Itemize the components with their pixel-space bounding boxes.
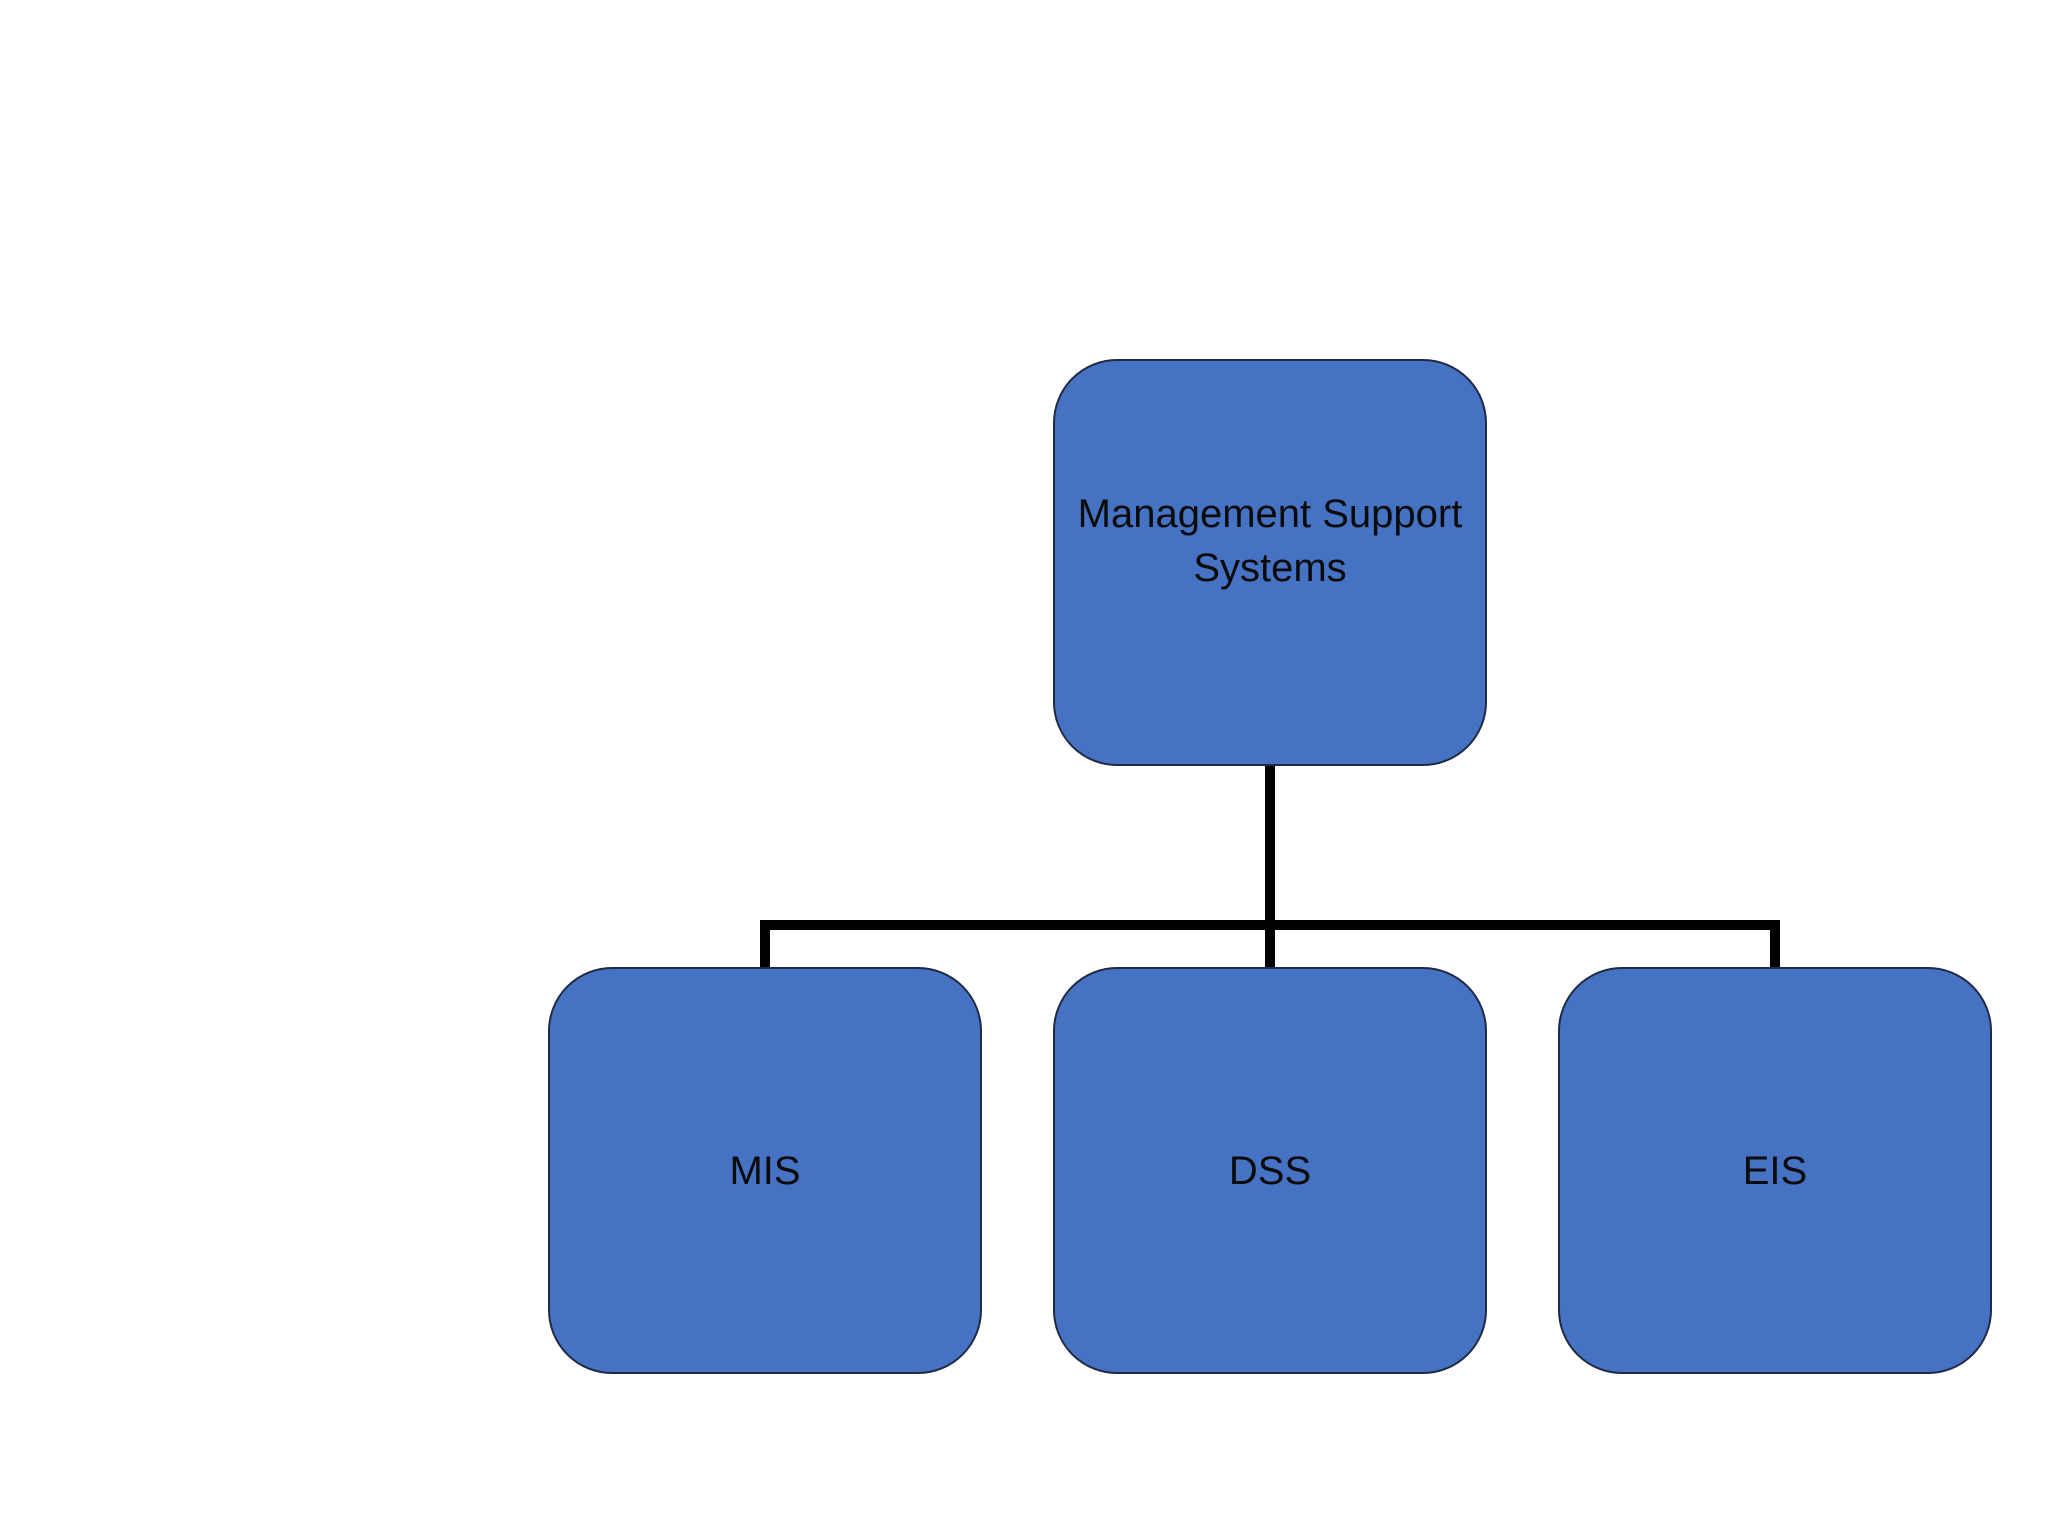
node-label: DSS bbox=[1228, 1148, 1312, 1193]
node-management-support-systems: Management Support Systems bbox=[1053, 359, 1487, 766]
node-eis: EIS bbox=[1558, 967, 1992, 1374]
node-mis: MIS bbox=[548, 967, 982, 1374]
node-label: MIS bbox=[729, 1148, 801, 1193]
node-label: Management Support Systems bbox=[1077, 491, 1463, 590]
node-dss: DSS bbox=[1053, 967, 1487, 1374]
node-label: EIS bbox=[1742, 1148, 1808, 1193]
